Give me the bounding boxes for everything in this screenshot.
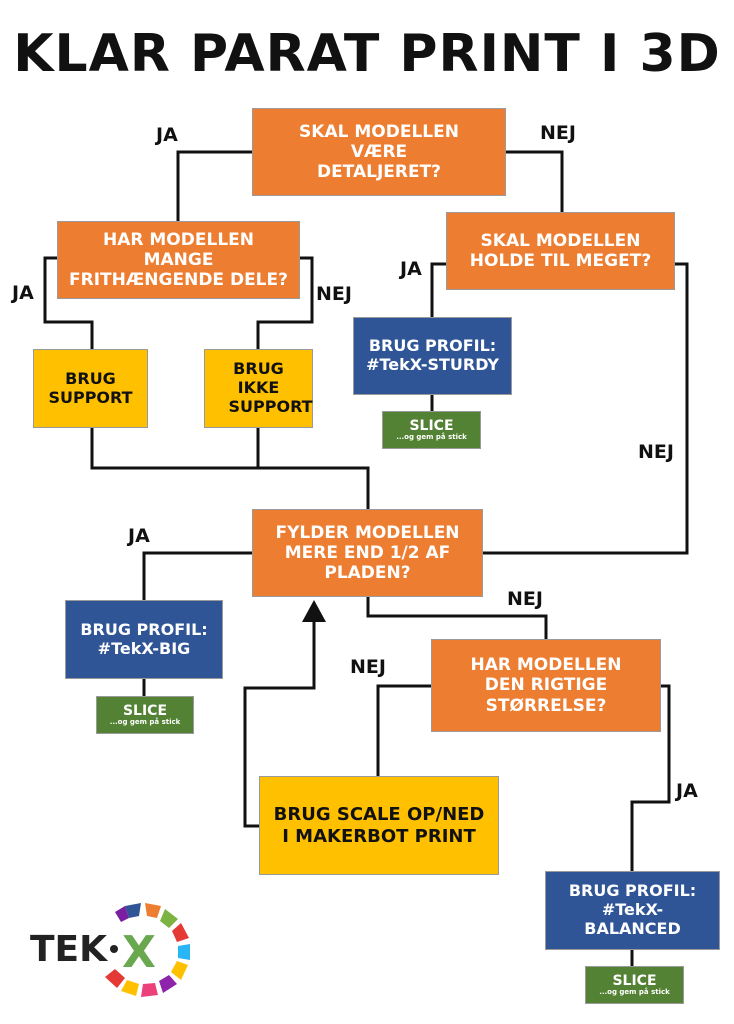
edge-label-yes: JA	[12, 282, 34, 304]
node-right-size: HAR MODELLEN DEN RIGTIGE STØRRELSE?	[431, 639, 661, 732]
edge-label-yes: JA	[400, 258, 422, 280]
edge-half-no	[366, 597, 548, 640]
node-slice-sturdy: SLICE...og gem på stick	[382, 411, 481, 449]
edge-size-yes	[630, 684, 671, 872]
node-profile-sturdy: BRUG PROFIL: #TekX-STURDY	[353, 317, 512, 395]
edge-label-yes: JA	[128, 525, 150, 547]
edge-size-no	[376, 684, 431, 776]
node-detailed: SKAL MODELLEN VÆRE DETALJERET?	[252, 108, 506, 196]
node-use-support: BRUG SUPPORT	[33, 349, 148, 428]
edge-label-no: NEJ	[350, 656, 386, 678]
edge-detailed-no	[506, 150, 564, 213]
node-strong: SKAL MODELLEN HOLDE TIL MEGET?	[446, 212, 675, 290]
node-no-support: BRUG IKKE SUPPORT	[204, 349, 313, 428]
edge-label-no: NEJ	[638, 441, 674, 463]
node-slice-balanced: SLICE...og gem på stick	[585, 966, 684, 1004]
edge-label-no: NEJ	[540, 122, 576, 144]
edge-label-yes: JA	[676, 780, 698, 802]
node-overhang: HAR MODELLEN MANGE FRITHÆNGENDE DELE?	[57, 221, 300, 299]
arrowhead-up	[302, 600, 326, 622]
logo-x: X	[122, 927, 156, 978]
tekx-logo: TEK X	[28, 895, 198, 1005]
edge-scale-return	[243, 616, 316, 828]
edge-detailed-yes	[176, 150, 252, 222]
node-slice-big: SLICE...og gem på stick	[96, 696, 194, 734]
node-profile-balanced: BRUG PROFIL: #TekX-BALANCED	[545, 871, 720, 950]
edge-label-no: NEJ	[316, 283, 352, 305]
edge-nosupport-merge	[256, 428, 370, 510]
node-half-plate: FYLDER MODELLEN MERE END 1/2 AF PLADEN?	[252, 509, 483, 597]
node-profile-big: BRUG PROFIL: #TekX-BIG	[65, 600, 223, 679]
page-title: KLAR PARAT PRINT I 3D	[13, 24, 721, 84]
edge-label-no: NEJ	[507, 588, 543, 610]
logo-ring	[105, 903, 190, 997]
edge-half-yes	[142, 551, 252, 601]
edge-strong-yes	[430, 262, 447, 318]
edge-overhang-yes	[43, 256, 94, 350]
edge-strong-no	[483, 262, 689, 555]
logo-text: TEK	[30, 929, 108, 970]
logo-dot	[110, 945, 118, 953]
node-scale: BRUG SCALE OP/NED I MAKERBOT PRINT	[259, 776, 499, 875]
edge-support-merge	[90, 428, 258, 470]
edge-overhang-no	[256, 256, 314, 350]
edge-label-yes: JA	[156, 124, 178, 146]
